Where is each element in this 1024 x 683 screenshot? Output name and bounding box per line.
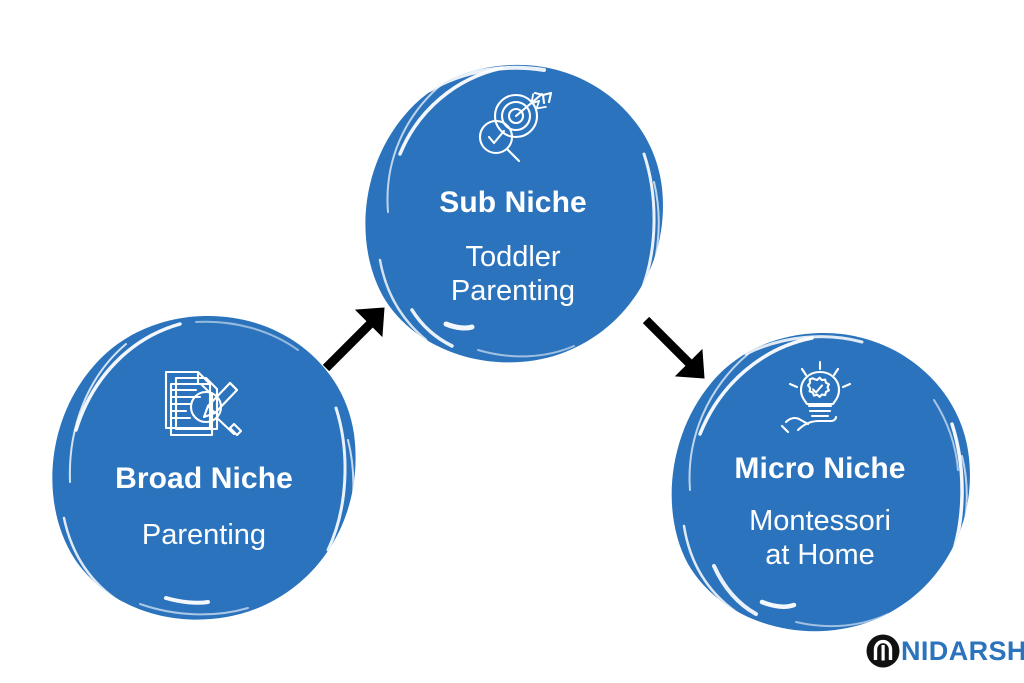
node-title: Sub Niche [439, 186, 587, 219]
node-subtitle-line-1: Montessori [749, 505, 891, 537]
node-subtitle: Montessori at Home [749, 504, 891, 572]
hand-holding-lightbulb-icon [776, 360, 864, 434]
node-subtitle-line-1: Toddler [465, 241, 561, 273]
arrow-broad-to-sub [318, 300, 398, 374]
node-subtitle: Toddler Parenting [451, 240, 575, 308]
node-title: Micro Niche [734, 452, 906, 485]
node-sub-niche[interactable]: Sub Niche Toddler Parenting [360, 62, 666, 364]
brush-circle-shape [365, 64, 663, 363]
brush-circle-shape [52, 315, 356, 620]
target-arrow-magnifier-check-icon [472, 90, 554, 164]
node-subtitle-line-2: at Home [765, 539, 875, 572]
node-broad-niche[interactable]: Broad Niche Parenting [48, 312, 360, 620]
nidarsh-circle-mark-icon [866, 634, 900, 668]
documents-magnifier-pencil-icon [156, 360, 252, 440]
nidarsh-logo: NIDARSH [866, 634, 1024, 668]
node-content: Broad Niche Parenting [48, 312, 360, 620]
node-subtitle-line-2: Parenting [450, 275, 576, 308]
arrow-sub-to-micro [638, 312, 718, 386]
node-subtitle: Parenting [141, 519, 267, 551]
nidarsh-logo-text: NIDARSH [901, 635, 1024, 666]
node-content: Micro Niche Montessori at Home [666, 330, 974, 632]
node-micro-niche[interactable]: Micro Niche Montessori at Home [666, 330, 974, 632]
node-content: Sub Niche Toddler Parenting [360, 62, 666, 364]
brush-circle-shape [671, 332, 970, 632]
node-title: Broad Niche [115, 462, 293, 495]
